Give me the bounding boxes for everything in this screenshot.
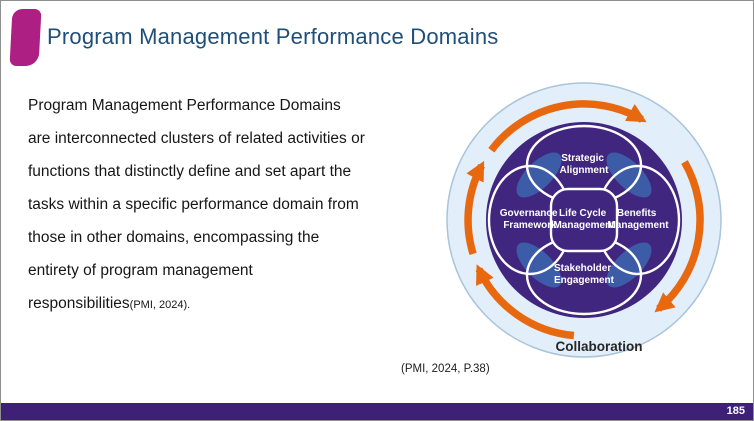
domain-label-bottom: Stakeholder Engagement — [554, 263, 615, 286]
overlap-lens-sw — [516, 242, 562, 288]
performance-domains-diagram: Strategic Alignment Governance Framework… — [446, 82, 722, 358]
collaboration-arrow-right — [654, 160, 704, 313]
body-last-text: responsibilities — [28, 295, 130, 312]
inline-citation: (PMI, 2024). — [129, 299, 191, 311]
overlap-lens-nw — [516, 152, 562, 198]
diagram-citation: (PMI, 2024, P.38) — [401, 363, 490, 375]
body-paragraph: Program Management Performance Domains a… — [28, 89, 433, 322]
domain-label-center: Life Cycle Management — [553, 208, 615, 231]
domain-label-right: Benefits Management — [607, 208, 669, 231]
overlap-lens-se — [606, 242, 652, 288]
body-line: functions that distinctly define and set… — [28, 163, 352, 180]
footer-bar: 185 — [1, 403, 753, 420]
page-title: Program Management Performance Domains — [47, 24, 499, 49]
domain-label-top: Strategic Alignment — [560, 153, 610, 176]
body-line: are interconnected clusters of related a… — [28, 130, 365, 147]
body-line-last: responsibilities(PMI, 2024). — [28, 287, 433, 322]
body-line: tasks within a specific performance doma… — [28, 196, 359, 213]
overlap-lens-ne — [606, 152, 652, 198]
body-line: entirety of program management — [28, 262, 253, 279]
collaboration-label: Collaboration — [556, 339, 643, 354]
page-number: 185 — [726, 405, 745, 417]
domain-label-left: Governance Framework — [500, 208, 561, 231]
collaboration-arrow-top — [488, 100, 647, 153]
body-line: Program Management Performance Domains — [28, 97, 341, 114]
center-domain-shape — [549, 187, 619, 253]
collaboration-arrow-left — [464, 160, 485, 255]
collaboration-arrow-bottom — [475, 264, 575, 340]
magenta-accent-shape — [9, 9, 42, 66]
body-line: those in other domains, encompassing the — [28, 229, 320, 246]
